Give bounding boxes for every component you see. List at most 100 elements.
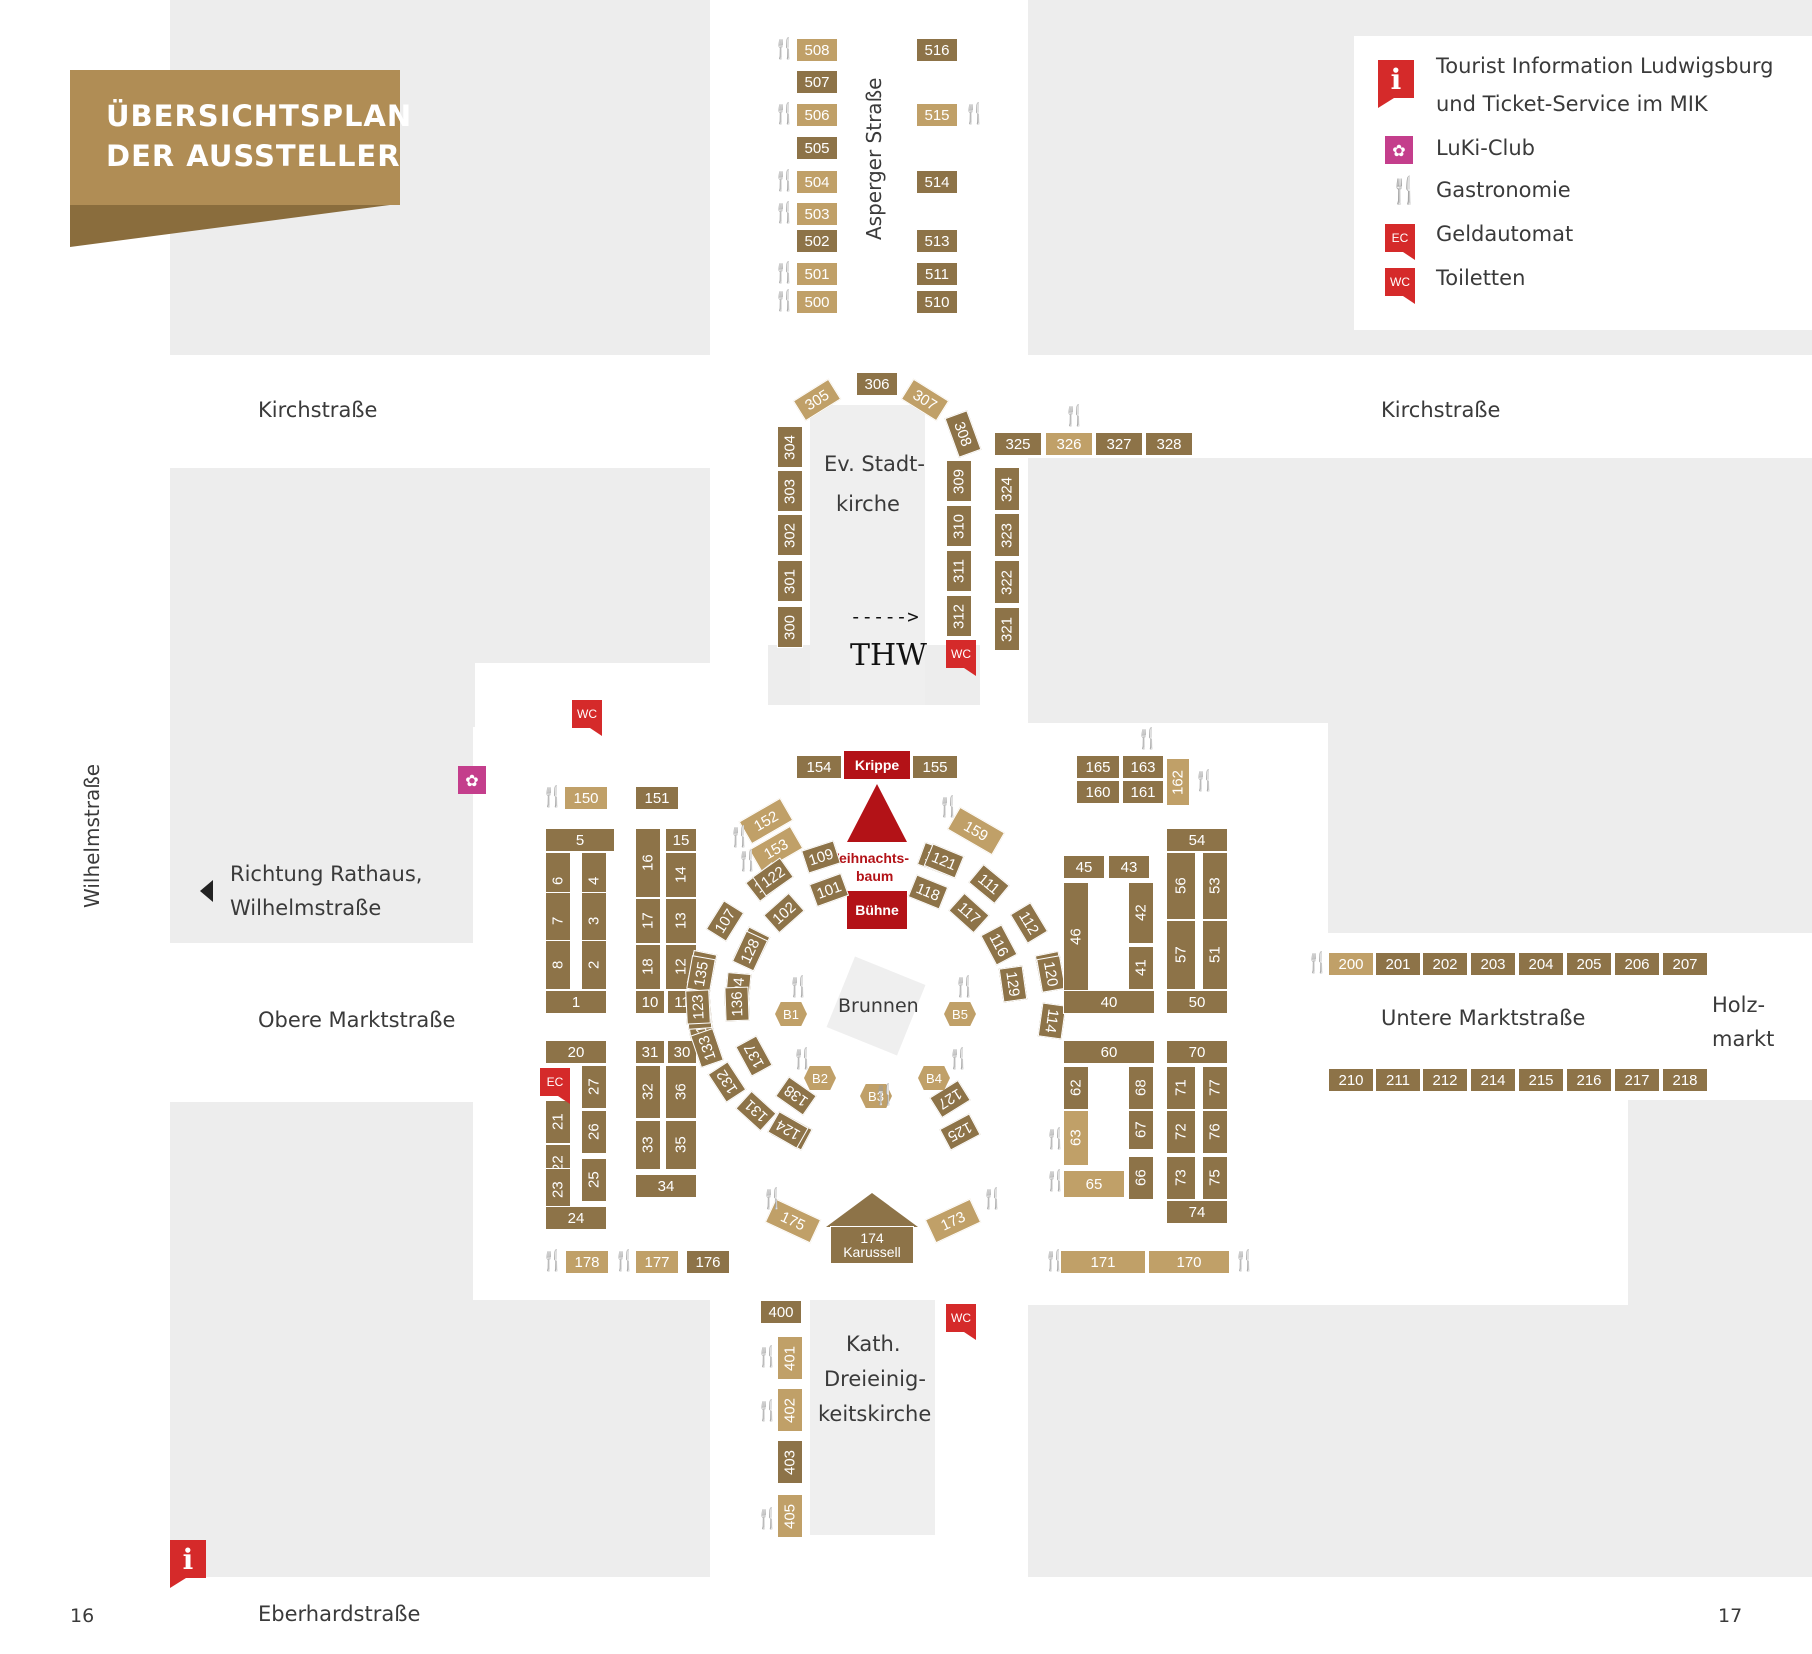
stall[interactable]: 66 (1128, 1156, 1154, 1200)
stall[interactable]: 51 (1202, 920, 1228, 990)
stall[interactable]: 72 (1166, 1110, 1196, 1154)
stall[interactable]: 57 (1166, 920, 1196, 990)
stall[interactable]: 13 (665, 898, 697, 944)
stall[interactable]: 42 (1128, 882, 1154, 944)
stall[interactable]: 32 (635, 1065, 661, 1119)
stall[interactable]: 215 (1518, 1068, 1564, 1092)
stall[interactable]: 178 (565, 1250, 609, 1274)
stall[interactable]: 18 (635, 944, 661, 990)
stall[interactable]: 160 (1076, 780, 1120, 804)
stall[interactable]: 53 (1202, 852, 1228, 920)
stall[interactable]: 311 (946, 550, 972, 592)
stall[interactable]: 504 (796, 170, 838, 194)
stall[interactable]: 201 (1375, 952, 1421, 976)
stall[interactable]: 516 (916, 38, 958, 62)
stall[interactable]: 302 (777, 514, 803, 556)
stall[interactable]: 312 (946, 595, 972, 637)
stall[interactable]: 323 (994, 513, 1020, 557)
stall[interactable]: 203 (1470, 952, 1516, 976)
stall[interactable]: 503 (796, 202, 838, 226)
stall[interactable]: 513 (916, 229, 958, 253)
krippe-stall[interactable]: Krippe (843, 750, 911, 780)
booth-stall[interactable]: B5 (944, 1002, 976, 1026)
stall[interactable]: 60 (1063, 1040, 1155, 1064)
stall[interactable]: 77 (1202, 1066, 1228, 1110)
stall[interactable]: 507 (796, 70, 838, 94)
stall[interactable]: 41 (1128, 946, 1154, 990)
stall[interactable]: 212 (1422, 1068, 1468, 1092)
stall[interactable]: 204 (1518, 952, 1564, 976)
stall[interactable]: 310 (946, 505, 972, 547)
stall[interactable]: 502 (796, 229, 838, 253)
stall[interactable]: 401 (777, 1336, 803, 1380)
stall[interactable]: 1 (545, 990, 607, 1014)
stall[interactable]: 62 (1063, 1066, 1089, 1110)
stall[interactable]: 300 (777, 606, 803, 648)
stall[interactable]: 8 (545, 940, 571, 990)
stall[interactable]: 510 (916, 290, 958, 314)
stall[interactable]: 511 (916, 262, 958, 286)
stall[interactable]: 16 (635, 828, 661, 898)
stall[interactable]: 309 (946, 460, 972, 502)
stall[interactable]: 155 (912, 755, 958, 779)
stall[interactable]: 505 (796, 136, 838, 160)
stall[interactable]: 405 (777, 1494, 803, 1538)
stall[interactable]: 161 (1122, 780, 1164, 804)
stall[interactable]: 217 (1614, 1068, 1660, 1092)
stall[interactable]: 326 (1045, 432, 1093, 456)
stall[interactable]: 70 (1166, 1040, 1228, 1064)
stall[interactable]: 216 (1566, 1068, 1612, 1092)
stall[interactable]: 171 (1060, 1250, 1146, 1274)
stall[interactable]: 324 (994, 467, 1020, 511)
stall[interactable]: 162 (1166, 758, 1190, 806)
stall[interactable]: 20 (545, 1040, 607, 1064)
stall[interactable]: 506 (796, 103, 838, 127)
stall[interactable]: 15 (665, 828, 697, 852)
stall[interactable]: 206 (1614, 952, 1660, 976)
booth-stall[interactable]: B3 (860, 1084, 892, 1108)
stall[interactable]: 136 (724, 986, 750, 1022)
stall[interactable]: 68 (1128, 1066, 1154, 1110)
stall[interactable]: 214 (1470, 1068, 1516, 1092)
stall[interactable]: 501 (796, 262, 838, 286)
stall[interactable]: 17 (635, 898, 661, 944)
stall[interactable]: 176 (686, 1250, 730, 1274)
stall[interactable]: 322 (994, 560, 1020, 604)
stall[interactable]: 73 (1166, 1156, 1196, 1200)
stall[interactable]: 26 (581, 1110, 607, 1154)
stall[interactable]: 403 (777, 1440, 803, 1484)
stall[interactable]: 5 (545, 828, 615, 852)
stall[interactable]: 500 (796, 290, 838, 314)
stall[interactable]: 402 (777, 1388, 803, 1432)
stall[interactable]: 50 (1166, 990, 1228, 1014)
stall[interactable]: 177 (635, 1250, 679, 1274)
stall[interactable]: 163 (1122, 755, 1164, 779)
stall[interactable]: 43 (1108, 855, 1150, 879)
stall[interactable]: 33 (635, 1120, 661, 1170)
stall[interactable]: 170 (1148, 1250, 1230, 1274)
stall[interactable]: 30 (667, 1040, 697, 1064)
booth-stall[interactable]: B4 (918, 1066, 950, 1090)
stall[interactable]: 40 (1063, 990, 1155, 1014)
stall[interactable]: 74 (1166, 1200, 1228, 1224)
stall[interactable]: 56 (1166, 852, 1196, 920)
stage[interactable]: Bühne (846, 890, 908, 930)
stall[interactable]: 21 (545, 1100, 571, 1144)
stall[interactable]: 54 (1166, 828, 1228, 852)
stall[interactable]: 210 (1328, 1068, 1374, 1092)
stall[interactable]: 154 (796, 755, 842, 779)
stall[interactable]: 202 (1422, 952, 1468, 976)
stall[interactable]: 27 (581, 1065, 607, 1109)
stall[interactable]: 218 (1662, 1068, 1708, 1092)
stall[interactable]: 71 (1166, 1066, 1196, 1110)
stall[interactable]: 24 (545, 1206, 607, 1230)
stall[interactable]: 400 (760, 1300, 802, 1324)
stall[interactable]: 508 (796, 38, 838, 62)
stall[interactable]: 150 (564, 786, 608, 810)
stall[interactable]: 328 (1145, 432, 1193, 456)
booth-stall[interactable]: B1 (775, 1002, 807, 1026)
stall[interactable]: 514 (916, 170, 958, 194)
stall[interactable]: 76 (1202, 1110, 1228, 1154)
stall[interactable]: 207 (1662, 952, 1708, 976)
stall[interactable]: 306 (856, 372, 898, 396)
